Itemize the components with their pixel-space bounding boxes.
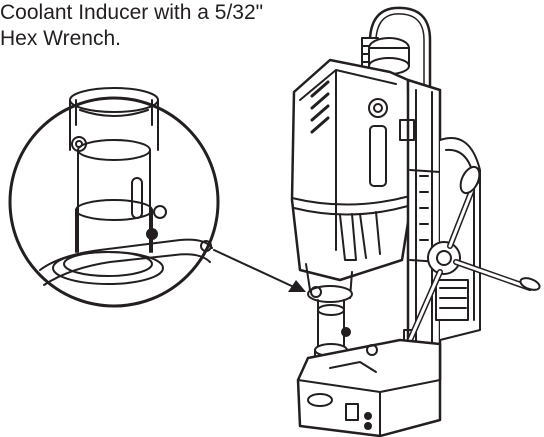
detail-callout: [8, 87, 220, 308]
drill-body: [290, 6, 541, 437]
instruction-caption: Coolant Inducer with a 5/32" Hex Wrench.: [0, 0, 263, 52]
caption-line-1: Coolant Inducer with a 5/32": [0, 1, 264, 24]
caption-line-2: Hex Wrench.: [0, 27, 121, 50]
callout-arrow: [213, 249, 306, 292]
